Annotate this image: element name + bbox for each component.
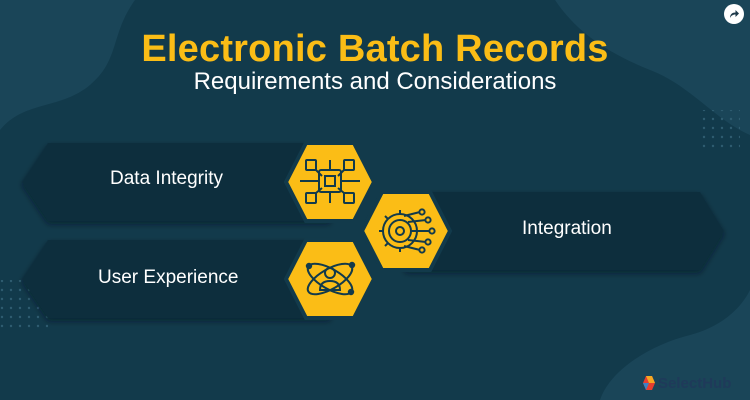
label-integration: Integration (522, 218, 612, 239)
circuit-chip-icon (283, 141, 377, 223)
corner-blob-top-left (0, 0, 135, 130)
selecthub-logo-mark (643, 376, 655, 390)
banner-integration (405, 192, 724, 270)
corner-blob-top-right (555, 0, 750, 135)
share-arrow-icon (730, 10, 739, 18)
share-button[interactable] (724, 4, 744, 24)
logo-text: SelectHub (658, 374, 732, 392)
corner-blob-bottom-right (600, 290, 750, 400)
page-title: Electronic Batch Records (141, 28, 609, 70)
banner-user-experience (22, 240, 330, 318)
label-user-experience: User Experience (98, 267, 239, 288)
label-data-integrity: Data Integrity (110, 168, 223, 189)
gear-network-icon (359, 190, 453, 272)
banner-data-integrity (22, 143, 330, 221)
page-subtitle: Requirements and Considerations (193, 68, 557, 95)
user-orbit-icon (283, 238, 377, 320)
selecthub-logo: SelectHub (640, 373, 731, 393)
dot-pattern-right (700, 110, 740, 150)
